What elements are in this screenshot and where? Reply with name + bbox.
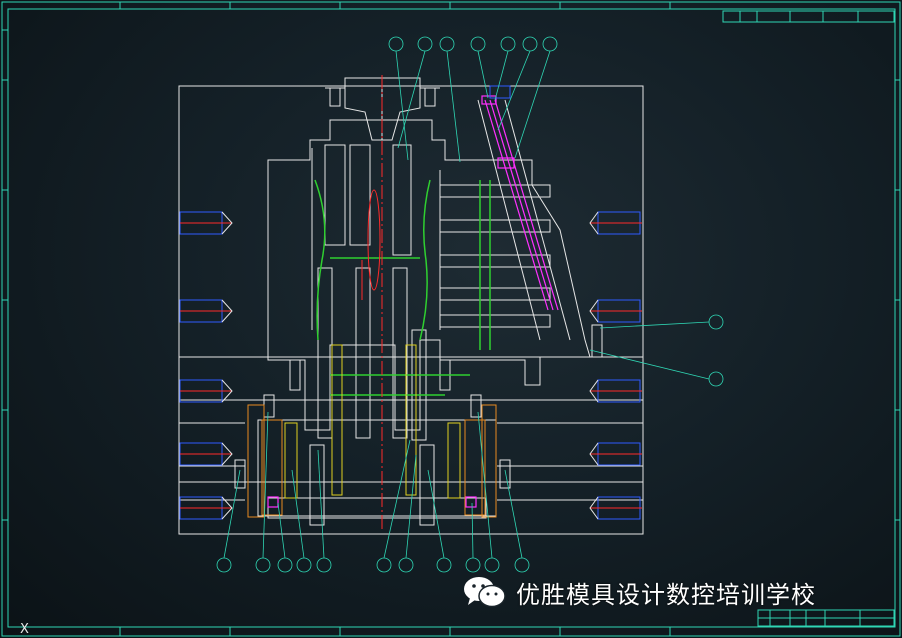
guide-components	[247, 344, 497, 518]
mold-base-outline	[178, 77, 644, 535]
ucs-axis-label: X	[20, 622, 29, 637]
part-balloons	[216, 36, 724, 573]
cooling-channels	[179, 211, 642, 520]
watermark: 优胜模具设计数控培训学校	[462, 574, 816, 610]
lifter-guide	[477, 85, 571, 341]
watermark-text: 优胜模具设计数控培训学校	[516, 580, 816, 609]
angled-lifter	[267, 95, 559, 508]
product-profile	[314, 179, 491, 396]
wechat-icon	[464, 577, 506, 608]
center-lines	[361, 75, 383, 530]
